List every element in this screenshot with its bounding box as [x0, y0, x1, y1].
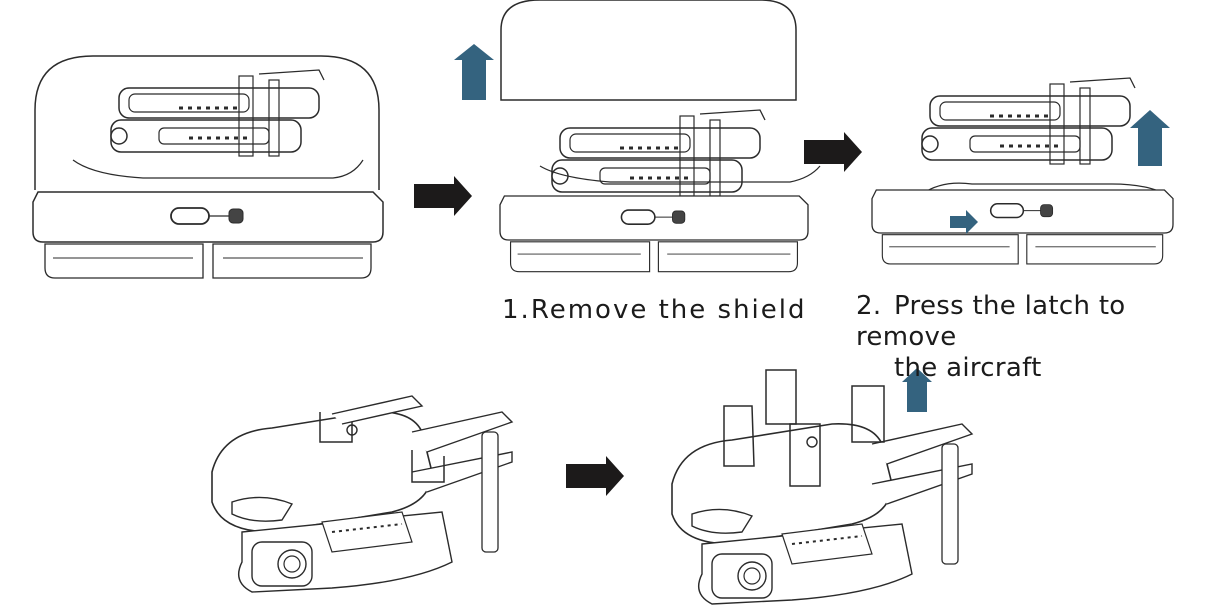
up-arrow-icon [902, 368, 932, 412]
up-arrow-icon [1130, 110, 1170, 166]
step-2-text: Press the latch to remove [856, 291, 1126, 352]
step-2-caption: 2.Press the latch to remove the aircraft [856, 291, 1224, 384]
station-empty [871, 182, 1174, 265]
step-1-caption: 1.Remove the shield [502, 295, 807, 326]
drone-leg-covers-removed [671, 422, 973, 605]
leg-covers-lifted [723, 369, 885, 487]
right-arrow-icon [414, 176, 472, 216]
right-arrow-icon [566, 456, 624, 496]
aircraft-lifted [920, 76, 1137, 166]
step-1-number: 1. [502, 295, 531, 325]
step-1-text: Remove the shield [530, 295, 807, 325]
drone-with-leg-covers [211, 395, 513, 593]
up-arrow-icon [454, 44, 494, 100]
step-2-number: 2. [856, 291, 882, 321]
step-2-text-line2: the aircraft [894, 353, 1042, 383]
station-with-shield [32, 55, 384, 279]
right-arrow-icon [804, 132, 862, 172]
station-shield-removed [499, 108, 821, 273]
right-arrow-icon [950, 210, 978, 234]
shield-lifted [500, 0, 797, 101]
